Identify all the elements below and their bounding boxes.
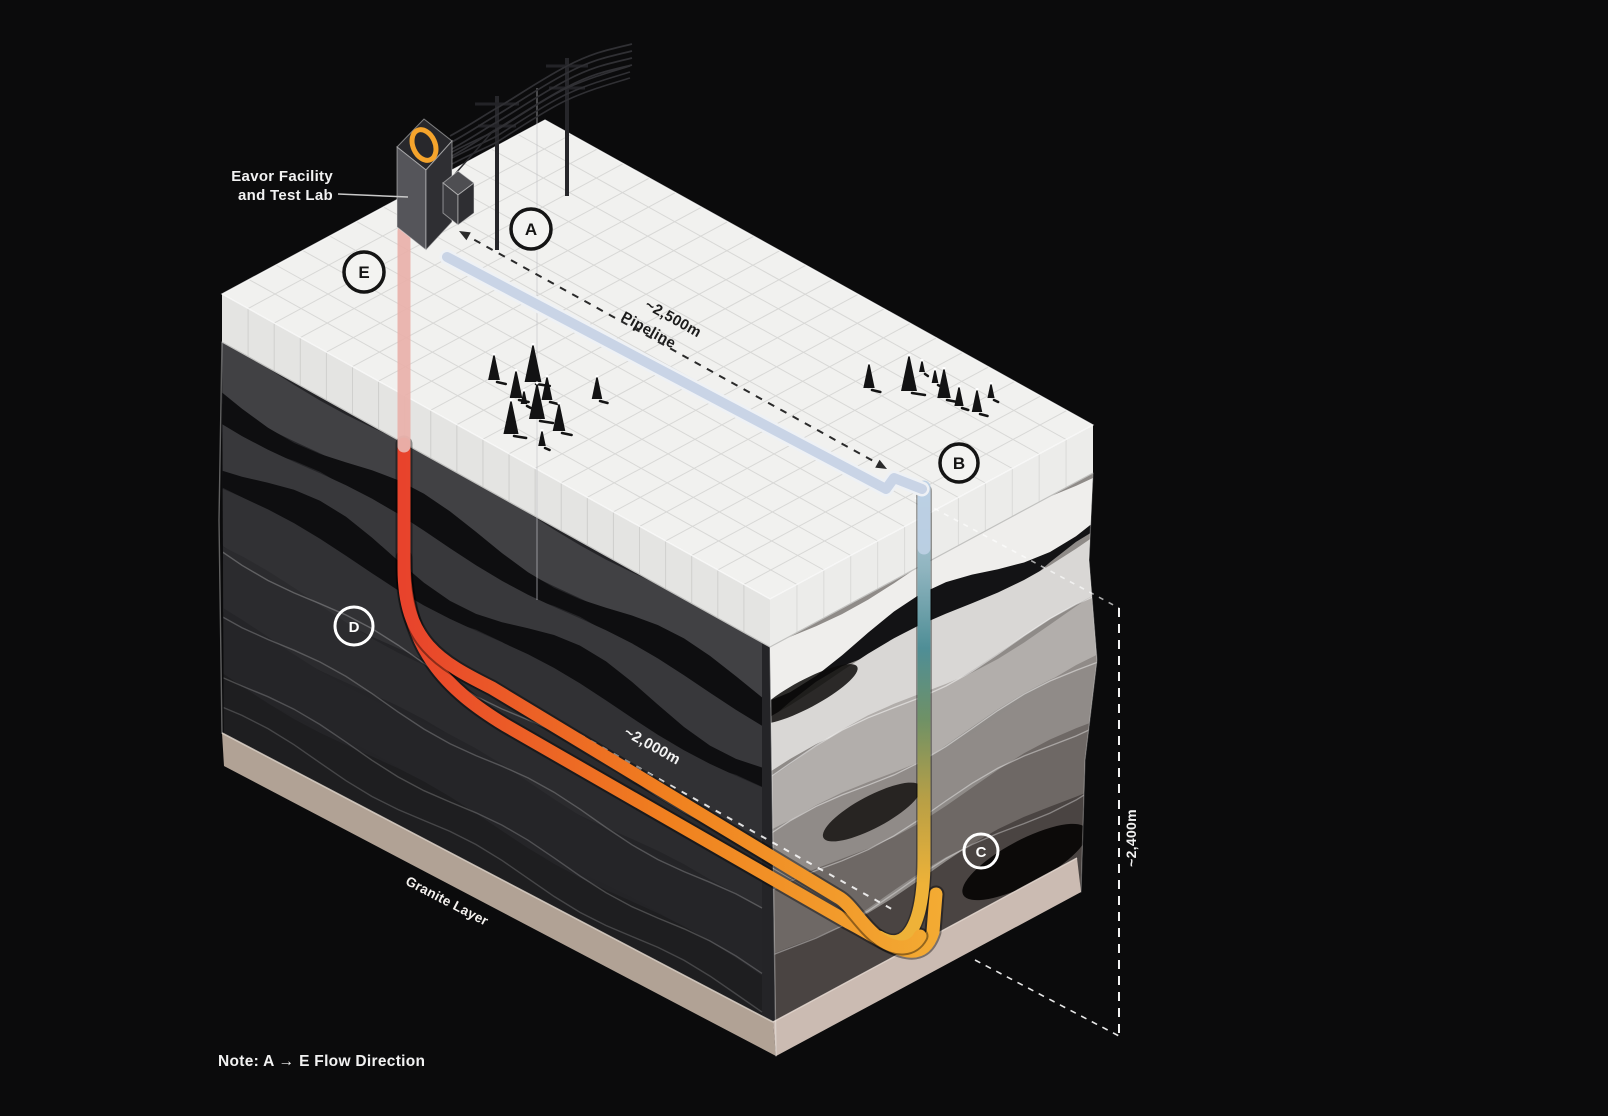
facility-right-face [425,139,453,252]
depth-measurement-2400: ~2,400m [914,497,1139,1037]
lateral-dash-line [431,651,898,913]
production-well-and-lateral [397,437,927,954]
arrowhead-left [459,231,471,241]
marker-b: B [938,442,980,484]
pipeline-dash-line [461,232,885,468]
pipe-loop [395,224,945,960]
power-lines [449,43,633,250]
marker-c: C [962,832,1000,870]
marker-d: D [333,605,375,647]
surface-outline [220,119,1095,600]
arrowhead-right [875,459,887,469]
outbuilding-right-face [457,182,475,226]
svg-text:B: B [953,454,965,473]
granite-right-face [773,858,1081,1056]
facility-label-line2: and Test Lab [238,187,333,204]
facility [396,118,475,252]
svg-text:E: E [358,263,369,282]
svg-text:C: C [976,844,987,861]
granite-top-edge [221,732,774,1023]
marker-e: E [342,250,386,294]
svg-text:D: D [349,619,360,636]
eavor-logo-icon [409,127,439,163]
marker-a: A [509,207,553,251]
block-edges [218,341,1098,1057]
facility-label-line1: Eavor Facility [231,168,333,185]
svg-text:A: A [525,220,537,239]
facility-leader-line [337,193,409,198]
depth-2400-label: ~2,400m [1123,809,1139,867]
surface-pipeline [442,252,927,494]
markers: A E B D C [333,207,1000,870]
measure-connector-bottom [974,959,1120,1037]
trees [488,342,1000,452]
granite-left-face [222,733,776,1056]
facility-label-group: Eavor Facility and Test Lab [231,168,409,204]
flow-direction-note: Note: A → E Flow Direction [218,1053,425,1070]
slab-side-left [222,294,770,647]
